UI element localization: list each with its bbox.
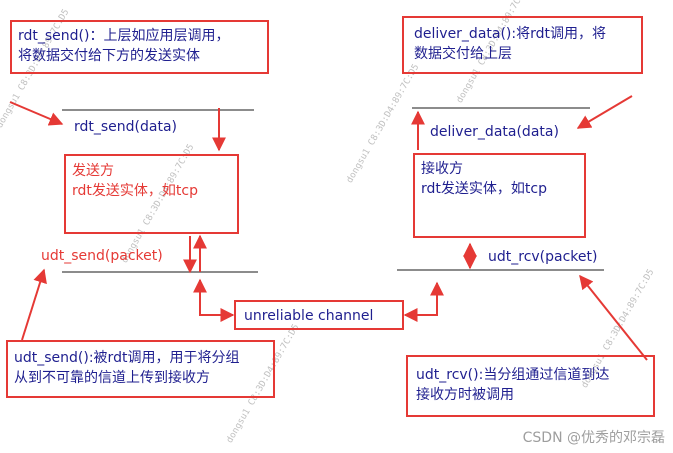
unreliable-channel-box: unreliable channel [234,300,404,330]
csdn-watermark: CSDN @优秀的邓宗磊 [522,430,665,446]
arrow-udt-rcv-note [579,274,648,361]
udt-send-note-box: udt_send():被rdt调用，用于将分组 从到不可靠的信道上传到接收方 [6,340,275,398]
deliver-data-note-box: deliver_data():将rdt调用，将 数据交付给上层 [402,16,643,74]
arrow-from-channel [403,281,444,322]
sender-entity-box: 发送方 rdt发送实体，如tcp [64,154,239,234]
receiver-entity-label: 接收方 rdt发送实体，如tcp [421,161,547,197]
deliver-data-call: deliver_data(data) [430,124,559,140]
receiver-entity-box: 接收方 rdt发送实体，如tcp [413,153,586,238]
arrow-rdt-send-note [9,101,64,126]
rdt-send-note-box: rdt_send()：上层如应用层调用， 将数据交付给下方的发送实体 [10,20,269,74]
arrow-udt-send-note [21,268,47,341]
arrow-deliver-note [576,95,633,129]
rdt-send-note: rdt_send()：上层如应用层调用， 将数据交付给下方的发送实体 [18,28,230,64]
sender-entity-label: 发送方 rdt发送实体，如tcp [72,163,198,199]
udt-send-note: udt_send():被rdt调用，用于将分组 从到不可靠的信道上传到接收方 [14,350,240,386]
udt-send-call: udt_send(packet) [41,248,163,264]
udt-rcv-call: udt_rcv(packet) [488,249,598,265]
udt-rcv-note-box: udt_rcv():当分组通过信道到达 接收方时被调用 [406,355,655,417]
deliver-data-note: deliver_data():将rdt调用，将 数据交付给上层 [414,26,606,62]
udt-rcv-note: udt_rcv():当分组通过信道到达 接收方时被调用 [416,367,610,403]
arrow-to-channel [193,278,235,322]
channel-label: unreliable channel [244,308,374,324]
rdt-send-call: rdt_send(data) [74,119,178,135]
